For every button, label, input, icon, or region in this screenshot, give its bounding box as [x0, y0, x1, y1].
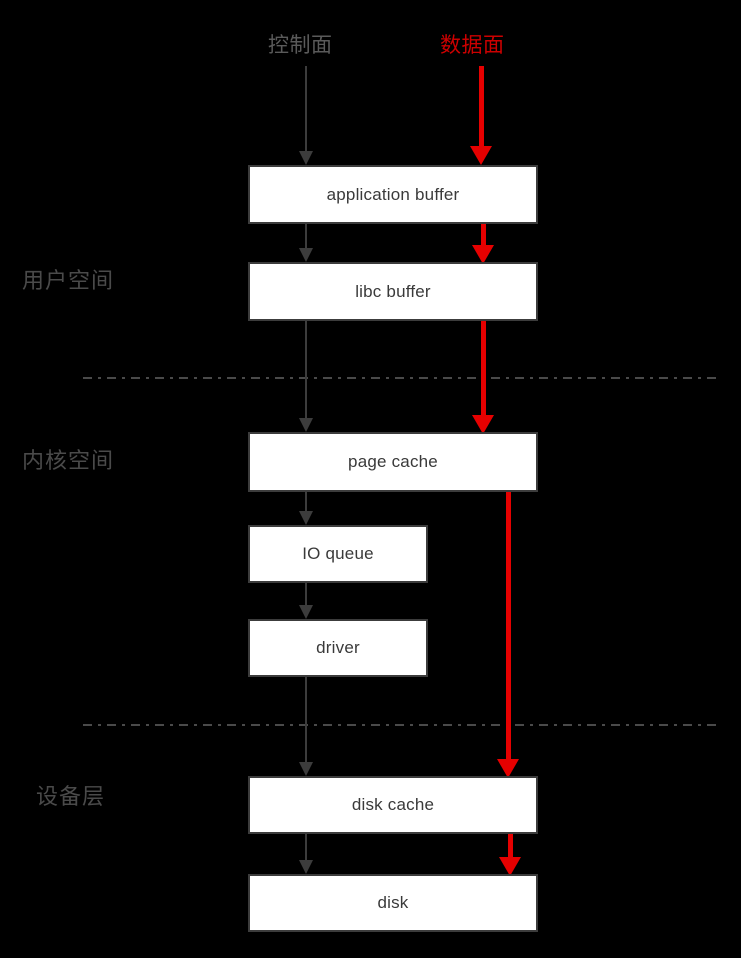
- arrow-application-buffer-to-libc-buffer: [299, 224, 313, 262]
- node-libc-buffer[interactable]: libc buffer: [248, 262, 538, 321]
- node-disk[interactable]: disk: [248, 874, 538, 932]
- node-label: IO queue: [302, 544, 374, 563]
- arrow-data-application-buffer-to-libc-buffer: [472, 224, 494, 264]
- divider-user-kernel: [83, 377, 721, 379]
- arrow-io-queue-to-driver: [299, 583, 313, 619]
- arrow-data-libc-buffer-to-page-cache: [472, 321, 494, 434]
- arrow-data-disk-cache-to-disk: [499, 834, 521, 876]
- arrow-data-page-cache-to-disk-cache: [497, 492, 519, 778]
- arrow-control-to-application-buffer: [299, 66, 313, 165]
- arrow-driver-to-disk-cache: [299, 677, 313, 776]
- node-label: disk cache: [351, 795, 435, 814]
- node-label: driver: [316, 638, 360, 657]
- zone-label-kernel-space: 内核空间: [22, 448, 115, 473]
- data-plane-label: 数据面: [440, 34, 505, 57]
- arrow-disk-cache-to-disk: [299, 834, 313, 874]
- divider-kernel-device: [83, 724, 721, 726]
- node-label: page cache: [348, 452, 438, 471]
- node-page-cache[interactable]: page cache: [248, 432, 538, 492]
- node-label: application buffer: [326, 184, 460, 204]
- control-plane-label: 控制面: [268, 34, 333, 57]
- node-driver[interactable]: driver: [248, 619, 428, 677]
- zone-label-device-layer: 设备层: [36, 784, 106, 809]
- node-label: disk: [377, 893, 409, 912]
- node-disk-cache[interactable]: disk cache: [248, 776, 538, 834]
- node-label: libc buffer: [355, 281, 431, 301]
- arrow-libc-buffer-to-page-cache: [299, 321, 313, 432]
- arrow-data-to-application-buffer: [470, 66, 492, 165]
- node-io-queue[interactable]: IO queue: [248, 525, 428, 583]
- arrow-page-cache-to-io-queue: [299, 492, 313, 525]
- node-application-buffer[interactable]: application buffer: [248, 165, 538, 224]
- zone-label-user-space: 用户空间: [22, 268, 115, 293]
